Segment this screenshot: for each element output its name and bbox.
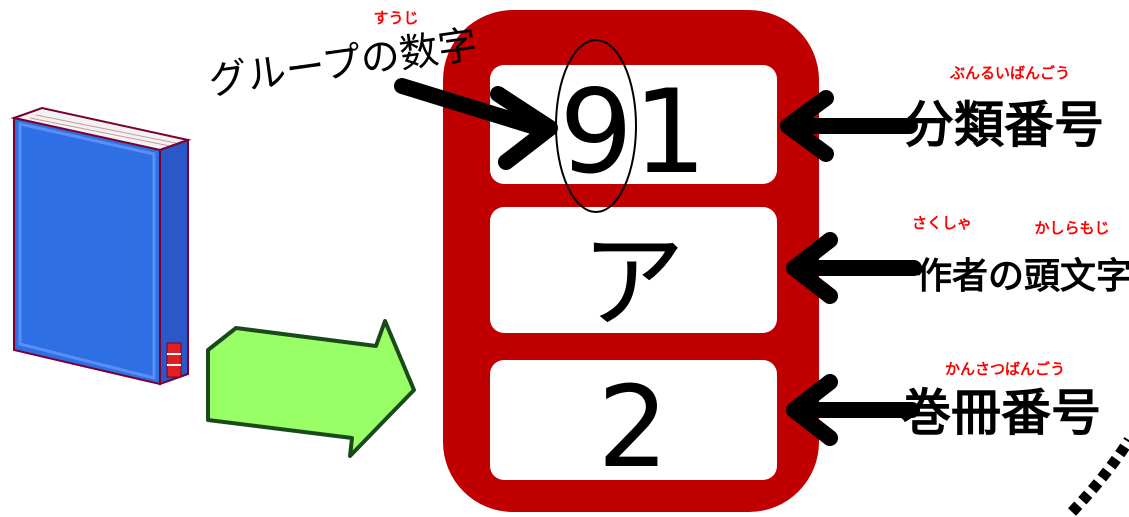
volume-number-label: 巻冊番号: [901, 384, 1101, 442]
book-icon: [10, 106, 192, 386]
arrow-to-author-initial: [786, 232, 922, 304]
classification-ruby: ぶんるいばんごう: [949, 64, 1070, 82]
spine-label-row-volume: [490, 360, 777, 480]
author-initial-ruby-1: さくしゃ: [912, 214, 972, 232]
volume-number: 2: [597, 363, 668, 493]
arrow-to-group-digit: [394, 78, 558, 170]
group-digit-ruby: すうじ: [373, 9, 418, 27]
arrow-to-classification: [780, 90, 918, 162]
spine-label-row-author: [490, 207, 777, 333]
big-arrow-icon: [206, 319, 416, 458]
author-initial: ア: [581, 221, 685, 343]
author-initial-label: 作者の頭文字: [916, 256, 1129, 297]
spine-label-row-classification: [490, 65, 777, 184]
author-initial-ruby-2: かしらもじ: [1034, 219, 1109, 237]
classification-label: 分類番号: [904, 96, 1104, 154]
arrow-to-volume-number: [786, 374, 920, 446]
spine-label: 91 ア 2: [443, 10, 819, 512]
classification-number: 91: [559, 65, 707, 200]
volume-number-ruby: かんさつばんごう: [945, 360, 1065, 378]
decorative-dotted-arc: [1068, 437, 1129, 516]
